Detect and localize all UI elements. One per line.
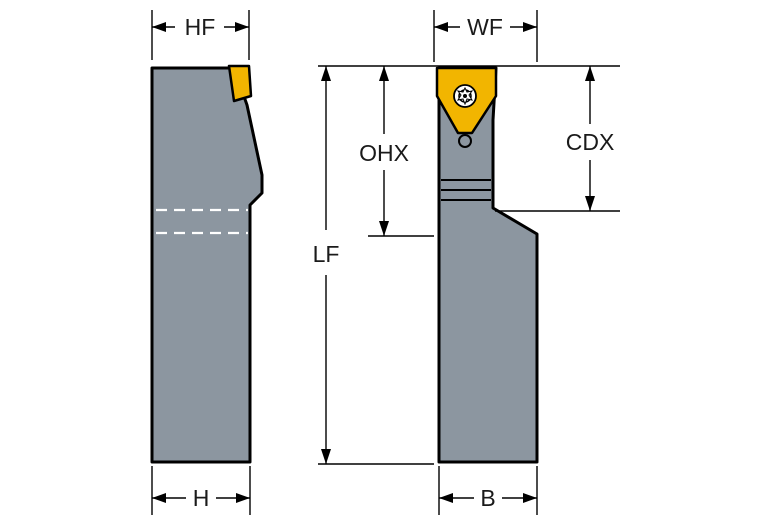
dimension-lf: LF: [313, 66, 340, 464]
h-label: H: [193, 485, 210, 511]
dimension-cdx: CDX: [566, 66, 615, 211]
side-view-shank: [150, 66, 264, 464]
dimension-wf: WF: [433, 10, 538, 62]
insert-screw-icon: [453, 84, 477, 108]
ohx-label: OHX: [359, 140, 409, 166]
dimension-h: H: [151, 466, 251, 515]
cdx-label: CDX: [566, 129, 615, 155]
side-view: [150, 64, 264, 464]
side-view-insert: [227, 64, 253, 103]
dimension-ohx: OHX: [359, 66, 409, 236]
front-view: [435, 66, 539, 464]
shim-hole: [458, 134, 472, 148]
wf-label: WF: [467, 14, 503, 40]
hf-label: HF: [185, 14, 216, 40]
b-label: B: [480, 485, 495, 511]
dimension-hf: HF: [151, 10, 250, 60]
dimension-b: B: [438, 466, 538, 515]
lf-label: LF: [313, 241, 340, 267]
